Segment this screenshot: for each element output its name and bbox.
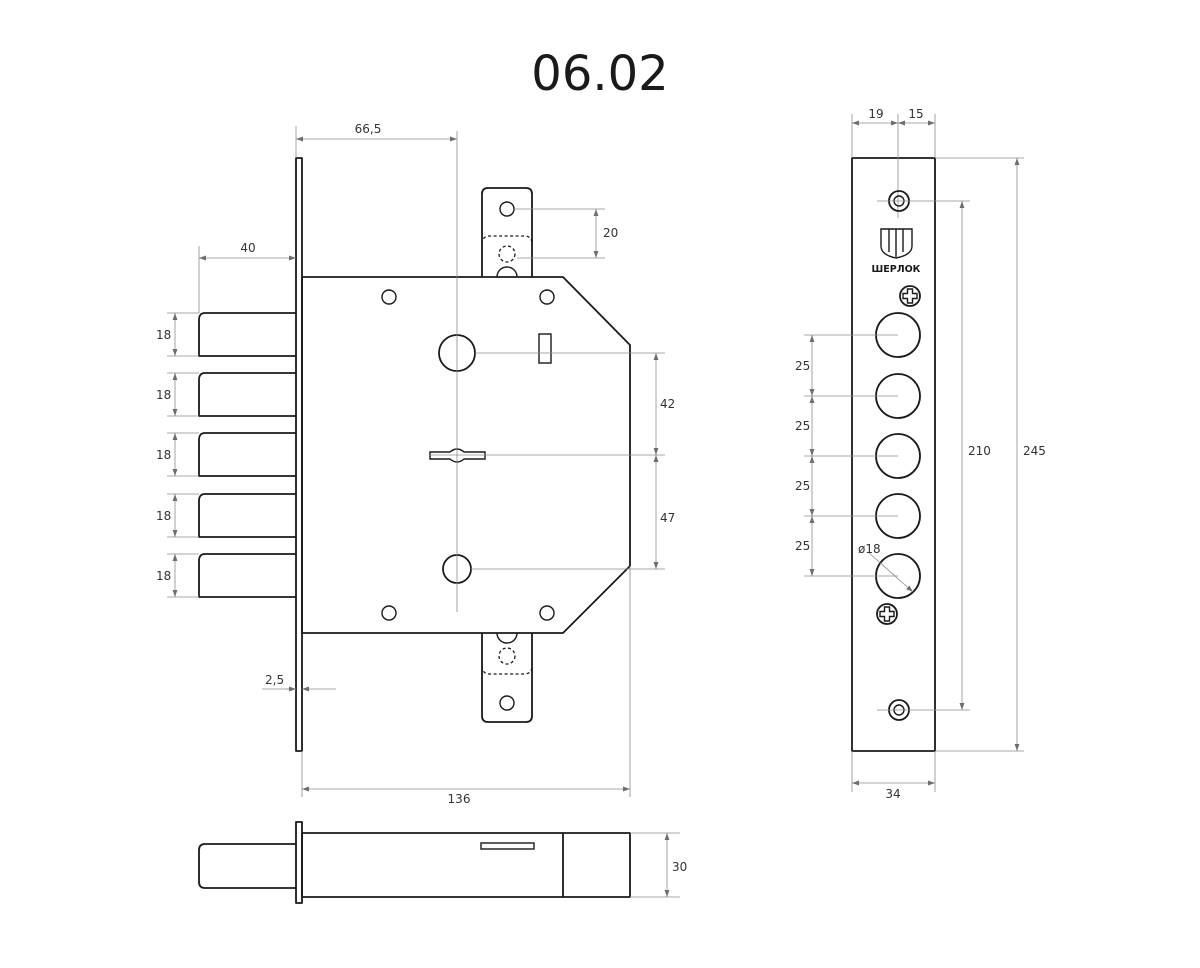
lock-case-section (301, 832, 631, 898)
dim-34: 34 (885, 787, 900, 801)
latch-slot (538, 333, 552, 364)
dim-pitch-25: 25 (795, 359, 810, 373)
dim-bolt-18: 18 (156, 569, 171, 583)
keyhole-slot (429, 448, 486, 463)
dim-bolt-18: 18 (156, 328, 171, 342)
case-screw-hole (381, 605, 397, 621)
case-screw-hole (381, 289, 397, 305)
cross-screw-icon (876, 603, 898, 625)
bolt-section (198, 843, 296, 889)
bolt (198, 432, 296, 477)
dim-66-5: 66,5 (355, 122, 382, 136)
dim-210: 210 (968, 444, 991, 458)
bolts (198, 312, 296, 598)
dim-245: 245 (1023, 444, 1046, 458)
dim-2-5: 2,5 (265, 673, 284, 687)
dim-bolt-18: 18 (156, 448, 171, 462)
bottom-mounting-bracket (481, 632, 533, 723)
drawing-title: 06.02 (531, 46, 668, 102)
shield-icon (880, 228, 913, 259)
front-view: 66,5 40 20 18 18 18 18 (156, 122, 675, 806)
dim-19: 19 (868, 107, 883, 121)
dim-pitch-25: 25 (795, 539, 810, 553)
dim-pitch-25: 25 (795, 419, 810, 433)
section-slot (480, 842, 535, 850)
cross-screw-icon (899, 285, 921, 307)
bolt-pitch-dims: 25 25 25 25 (795, 334, 898, 577)
dim-42: 42 (660, 397, 675, 411)
case-screw-hole (539, 289, 555, 305)
bolt (198, 312, 296, 357)
dim-136: 136 (448, 792, 471, 806)
dim-diameter-18: ø18 (858, 542, 881, 556)
dim-40: 40 (240, 241, 255, 255)
faceplate-view: ШЕРЛОК 19 15 (795, 107, 1046, 801)
bolt-height-dims: 18 18 18 18 18 (156, 312, 199, 598)
dim-bolt-18: 18 (156, 509, 171, 523)
bottom-view: 30 (198, 821, 687, 904)
case-screw-hole (539, 605, 555, 621)
faceplate (851, 157, 936, 752)
top-mounting-bracket (481, 187, 533, 278)
dim-30: 30 (672, 860, 687, 874)
bolt (198, 372, 296, 417)
dim-20: 20 (603, 226, 618, 240)
brand-logo: ШЕРЛОК (872, 228, 921, 275)
dim-47: 47 (660, 511, 675, 525)
bolt (198, 553, 296, 598)
dim-bolt-18: 18 (156, 388, 171, 402)
dim-15: 15 (908, 107, 923, 121)
brand-name: ШЕРЛОК (872, 264, 921, 275)
bolt (198, 493, 296, 538)
dim-pitch-25: 25 (795, 479, 810, 493)
